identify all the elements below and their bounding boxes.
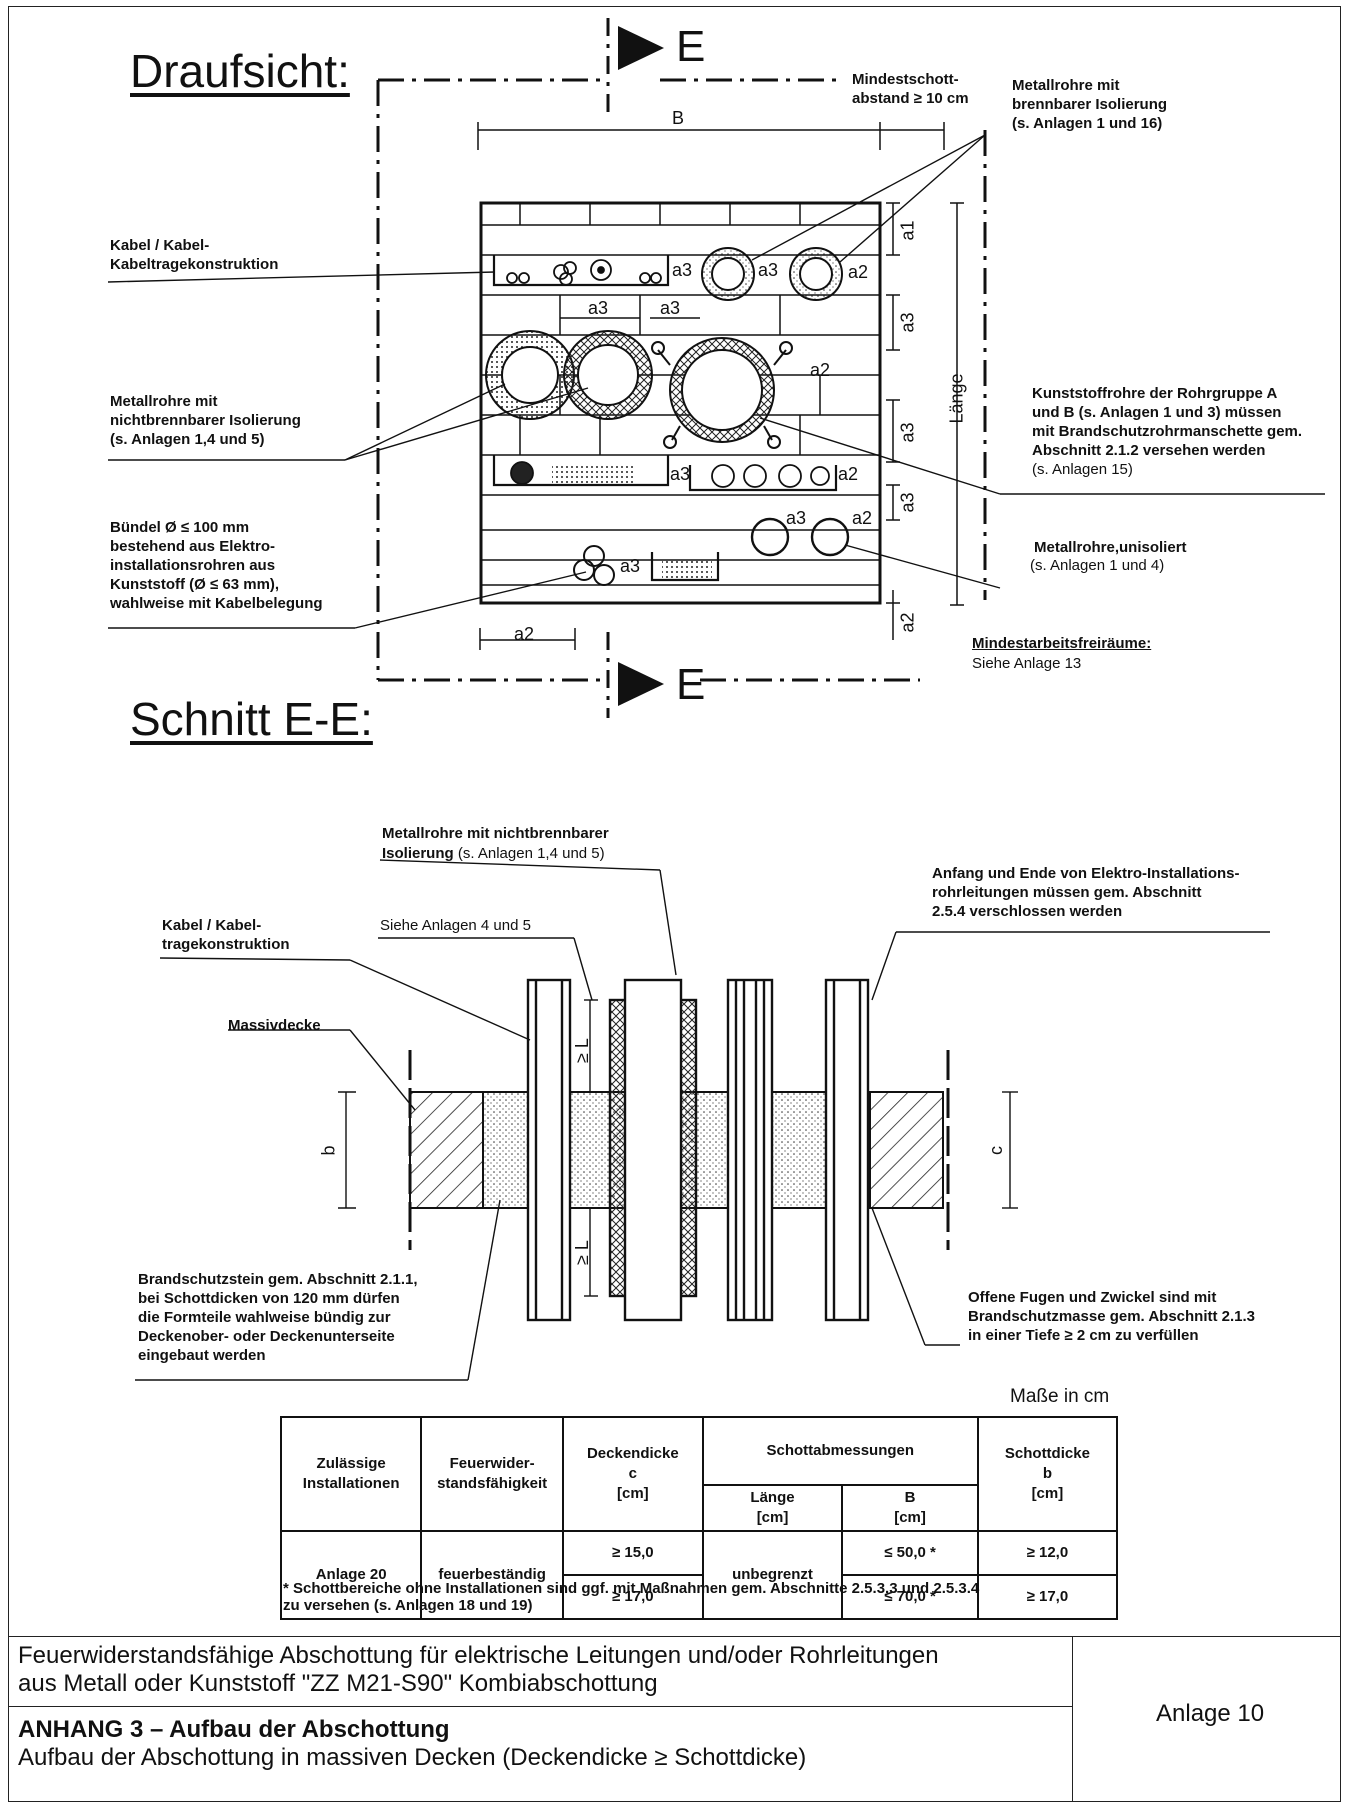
dim-a3-label: a3 [758,260,779,280]
section-frame [376,18,987,718]
units-note: Maße in cm [1010,1386,1110,1407]
conduit-bundle [573,545,615,586]
annex-number: Anlage 10 [1156,1700,1265,1727]
label-conduit-ends: Anfang und Ende von Elektro-Installation… [932,865,1240,920]
dim-a3-label: a3 [670,464,691,484]
cell-installations: Anlage 20 [279,1530,423,1620]
section-dimensions [338,999,1018,1297]
label-work-space-ref: Siehe Anlage 13 [972,655,1082,672]
label-plastic-pipes: Kunststoffrohre der Rohrgruppe A und B (… [1032,385,1303,459]
header-thickness: Schottdicke b [cm] [976,1416,1119,1532]
cell-thickness: ≥ 12,0 [976,1530,1119,1576]
cell-resistance: feuerbeständig [420,1530,564,1620]
header-width: B [cm] [841,1484,979,1532]
section-arrow-bottom-icon [618,662,664,706]
top-view-heading: Draufsicht: [130,45,350,97]
dim-l-upper: ≥ L [571,1038,592,1063]
spec-table: Zulässige Installationen Feuerwider- sta… [279,1416,1119,1620]
label-metal-pipes-combustible: Metallrohre mit brennbarer Isolierung (s… [1012,77,1168,132]
title-block: Feuerwiderstandsfähige Abschottung für e… [8,1636,1341,1802]
slab-right [869,1091,944,1209]
dim-a1-label: a1 [897,220,918,241]
section-marker-top: E [676,22,706,71]
cell-thickness: ≥ 17,0 [976,1574,1119,1620]
header-length: Länge [cm] [701,1484,844,1532]
section-leaders [135,859,1270,1381]
title-heading: ANHANG 3 – Aufbau der Abschottung [18,1716,450,1743]
section-view-heading: Schnitt E-E: [130,693,373,745]
pipes-noncombustible [485,330,653,420]
label-slab: Massivdecke [228,1017,321,1034]
title-block-divider-vertical [1072,1636,1073,1802]
title-block-divider [8,1706,1072,1707]
section-arrow-top-icon [618,26,664,70]
pipe-plastic-collar [651,337,793,449]
dim-a3-label: a3 [897,422,918,443]
dim-a2-label: a2 [810,360,831,380]
pipes-combustible [701,247,843,301]
title-subheading: Aufbau der Abschottung in massiven Decke… [18,1744,807,1771]
label-cable: Kabel / Kabel- Kabeltragekonstruktion [110,237,279,273]
dim-a3-label: a3 [620,556,641,576]
label-section-cable: Kabel / Kabel- tragekonstruktion [162,917,290,953]
slab-left [409,1091,484,1209]
label-work-space: Mindestarbeitsfreiräume: [972,635,1152,652]
dim-a2-label: a2 [852,508,873,528]
cell-slab: ≥ 17,0 [561,1574,704,1620]
dim-b-section: b [318,1145,339,1156]
header-slab: Deckendicke c [cm] [561,1416,704,1532]
header-resistance: Feuerwider- standsfähigkeit [420,1416,564,1532]
dim-a2-label: a2 [848,262,869,282]
title-block-border [8,1636,1341,1637]
dim-a3-label: a3 [672,260,693,280]
cell-width: ≤ 50,0 * [841,1530,979,1576]
label-metal-pipes-noncombustible: Metallrohre mit nichtbrennbarer Isolieru… [110,393,301,448]
section-view [135,859,1270,1381]
dim-a2-label: a2 [514,624,535,644]
cell-length: unbegrenzt [701,1530,844,1620]
header-installations: Zulässige Installationen [279,1416,423,1532]
label-metal-uninsulated-ref: (s. Anlagen 1 und 4) [1030,557,1165,574]
dim-a2-label: a2 [838,464,859,484]
dim-a3-label: a3 [786,508,807,528]
label-metal-uninsulated: Metallrohre,unisoliert [1034,539,1187,556]
label-joints: Offene Fugen und Zwickel sind mit Brands… [968,1289,1256,1344]
dim-a3-label: a3 [897,312,918,333]
dim-a3-label: a3 [897,492,918,513]
cable-trays [492,255,838,582]
dim-l-lower: ≥ L [571,1240,592,1265]
label-fire-brick: Brandschutzstein gem. Abschnitt 2.1.1, b… [138,1271,418,1364]
dim-a3-label: a3 [588,298,609,318]
label-min-gap: Mindestschott- abstand ≥ 10 cm [852,71,969,107]
cell-slab: ≥ 15,0 [561,1530,704,1576]
dim-c-section: c [986,1146,1006,1155]
dim-a2-label: a2 [897,612,918,633]
top-view [107,18,1325,718]
section-marker-bottom: E [676,660,706,709]
label-bundle: Bündel Ø ≤ 100 mm bestehend aus Elektro-… [110,519,323,612]
pipes-uninsulated [750,517,850,557]
cell-width: ≤ 70,0 * [841,1574,979,1620]
label-see-annex: Siehe Anlagen 4 und 5 [380,917,531,934]
title-description: Feuerwiderstandsfähige Abschottung für e… [18,1642,939,1697]
label-section-metal-pipes: Metallrohre mit nichtbrennbarer [382,825,609,842]
dim-b-label: B [672,108,685,128]
section-pipes [526,978,870,1322]
label-section-metal-pipes-insulation: Isolierung (s. Anlagen 1,4 und 5) [382,845,605,862]
label-plastic-pipes-ref: (s. Anlagen 15) [1032,461,1133,478]
dim-length-label: Länge [946,373,967,424]
table-footnote: * Schottbereiche ohne Installationen sin… [283,1580,980,1614]
dim-a3-label: a3 [660,298,681,318]
leader-lines [107,134,1325,629]
cables [506,259,830,578]
dimensions [477,122,964,650]
header-dimensions: Schottabmessungen [701,1416,979,1485]
opening-outline [479,201,882,605]
sheet-frame [8,6,1341,1802]
